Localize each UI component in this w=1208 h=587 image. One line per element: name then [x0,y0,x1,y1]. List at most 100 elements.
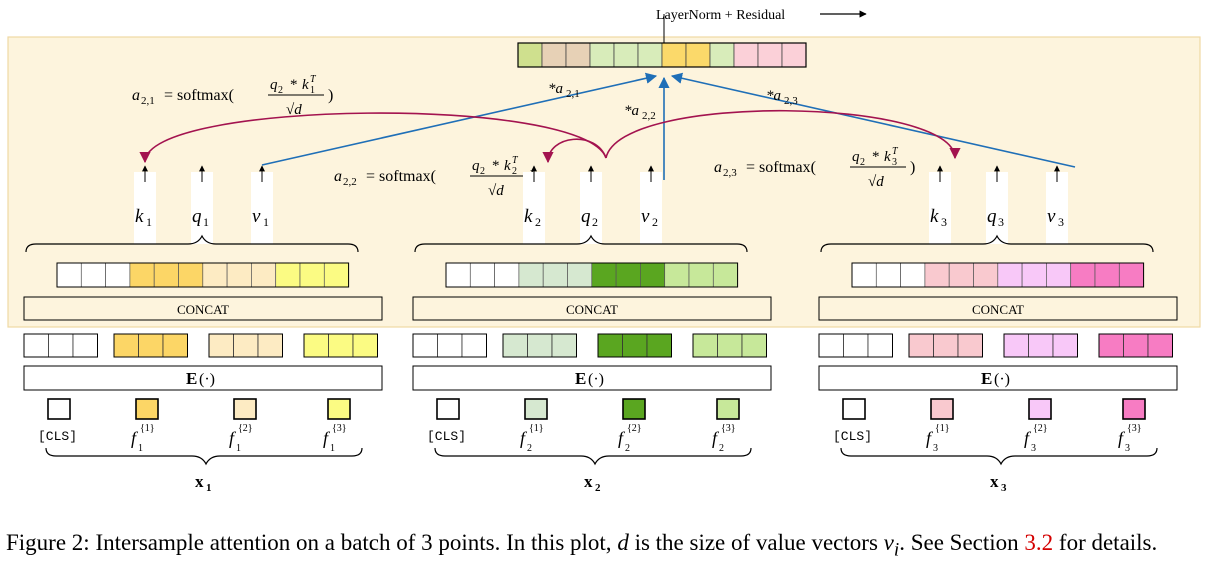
formula-num-ksup: T [310,74,317,85]
embed-vector-frame [303,333,378,358]
embed-cell [551,333,577,358]
embedding-box [818,365,1178,391]
embedding-E: E [981,369,992,388]
kqv-label-sub: 2 [652,215,658,229]
kqv-label-sub: 2 [592,215,598,229]
output-vector [517,42,807,68]
embed-cell [741,333,767,358]
top-brace [820,234,1154,253]
concat-cell [688,262,714,288]
svg-text:2,3: 2,3 [784,95,798,107]
embed-cell [461,333,487,358]
feature-token-box [135,398,159,420]
embed-cell [957,333,983,358]
top-brace [25,234,359,253]
embed-cell [113,333,139,358]
sample-label-x1: x [195,472,204,491]
embed-vector-frame [1098,333,1173,358]
concat-vector-frame [56,262,350,288]
feature-label-sup: {1} [935,423,950,434]
embed-cell [867,333,893,358]
formula-num-star: * [492,158,500,174]
embed-cell [843,333,869,358]
concat-label: CONCAT [972,302,1024,317]
embed-vector-frame [23,333,98,358]
feature-label: f [131,428,139,448]
feature-label: f [618,428,626,448]
intersample-attention-diagram: LayerNorm + Residual *a 2,1 *a 2,2 *a 2,… [7,8,1201,494]
formula-lhs: = softmax( [366,168,436,185]
kqv-label-k2: k [524,206,533,227]
layernorm-residual-label: LayerNorm + Residual [656,8,785,23]
concat-cell [299,262,325,288]
output-cell [517,42,543,68]
feature-label-sup: {2} [238,423,253,434]
concat-cell [275,262,301,288]
formula-num-star: * [872,149,880,165]
formula-rhs: ) [328,87,333,104]
embed-cell [23,333,49,358]
feature-token-box [233,398,257,420]
concat-cell [1118,262,1144,288]
kqv-label-v2: v [641,206,650,227]
embed-cell [597,333,623,358]
output-cell [589,42,615,68]
kqv-label-k1: k [135,206,144,227]
feature-label-sup: {3} [332,423,347,434]
kqv-label-q3: q [987,206,997,227]
concat-cell [900,262,926,288]
formula-num-k: k [884,149,891,165]
embed-cell [138,333,164,358]
formula-subscript: 2,1 [141,95,155,107]
concat-cell [948,262,974,288]
embed-cell [1052,333,1078,358]
concat-cell [1094,262,1120,288]
embed-cell [412,333,438,358]
output-cell [733,42,759,68]
concat-cell [615,262,641,288]
kqv-label-sub: 1 [263,215,269,229]
concat-cell [251,262,277,288]
svg-text:*a: *a [548,81,563,97]
embedding-label: E(·) [186,369,215,388]
embedding-box [23,365,383,391]
kqv-column [191,172,213,244]
feature-token-box [1122,398,1146,420]
formula-symbol: a [334,168,342,185]
formula-num-k: k [302,77,309,93]
embed-vector-frame [208,333,283,358]
embed-vector-frame [1003,333,1078,358]
kqv-label-sub: 1 [203,215,209,229]
feature-token-box [47,398,71,420]
embed-cell [622,333,648,358]
feature-label: f [712,428,720,448]
formula-num-ksub: 2 [512,166,517,177]
formula-num-q: q [270,77,278,93]
kqv-label-q2: q [581,206,591,227]
formula-num-ksup: T [892,146,899,157]
concat-cell [973,262,999,288]
kqv-label-k3: k [930,206,939,227]
feature-token-box [524,398,548,420]
kqv-label-sub: 2 [535,215,541,229]
output-cell [661,42,687,68]
embed-vector-frame [502,333,577,358]
feature-label-sup: {3} [721,423,736,434]
concat-label: CONCAT [177,302,229,317]
output-vector-frame [517,42,807,68]
concat-cell [567,262,593,288]
embedding-box [412,365,772,391]
embedding-paren: (·) [199,371,215,388]
formula-num-qsub: 2 [860,157,865,168]
weight-label-a22: *a 2,2 [624,103,656,122]
weight-label-a23: *a 2,3 [766,88,798,107]
concat-cell [202,262,228,288]
section-ref-link[interactable]: 3.2 [1024,530,1054,555]
concat-cell [469,262,495,288]
embed-vector-frame [818,333,893,358]
embed-cell [1147,333,1173,358]
